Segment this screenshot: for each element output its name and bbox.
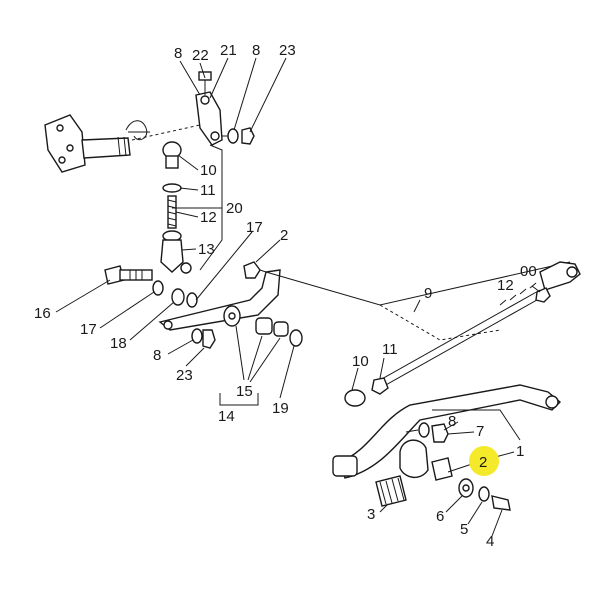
callout-6: 6: [436, 508, 444, 525]
callout-21: 21: [220, 42, 237, 59]
callout-9: 9: [424, 285, 432, 302]
callout-23: 23: [279, 42, 296, 59]
highlight-marker: [469, 446, 499, 476]
callout-labels: 8 22 21 8 23 10 11 12 20 13 17 2 16 17 1…: [34, 42, 537, 550]
connecting-rod-9: [265, 261, 581, 407]
callout-13: 13: [198, 241, 215, 258]
callout-8: 8: [448, 413, 456, 430]
callout-00: 00: [520, 263, 537, 280]
callout-8: 8: [153, 347, 161, 364]
callout-5: 5: [460, 521, 468, 538]
lower-lever-assembly-1: [332, 384, 562, 511]
callout-14: 14: [218, 408, 235, 425]
callout-11: 11: [200, 182, 216, 199]
callout-2-highlighted: 2: [479, 454, 487, 471]
callout-10: 10: [200, 162, 217, 179]
callout-12: 12: [497, 277, 514, 294]
callout-1: 1: [516, 443, 524, 460]
callout-16: 16: [34, 305, 51, 322]
callout-10: 10: [352, 353, 369, 370]
callout-3: 3: [367, 506, 375, 523]
callout-8: 8: [252, 42, 260, 59]
callout-12: 12: [200, 209, 217, 226]
callout-23: 23: [176, 367, 193, 384]
callout-19: 19: [272, 400, 289, 417]
callout-7: 7: [476, 423, 484, 440]
callout-4: 4: [486, 533, 494, 550]
callout-20: 20: [226, 200, 243, 217]
callout-17: 17: [246, 219, 263, 236]
callout-11: 11: [382, 341, 398, 358]
callout-22: 22: [192, 47, 209, 64]
callout-2: 2: [280, 227, 288, 244]
callout-8: 8: [174, 45, 182, 62]
callout-18: 18: [110, 335, 127, 352]
callout-15: 15: [236, 383, 253, 400]
callout-17: 17: [80, 321, 97, 338]
rod-assembly-20: [160, 141, 223, 274]
pedal-bracket-assembly: [44, 71, 255, 173]
leader-lines: [55, 57, 541, 537]
lever-assembly-18: [104, 261, 303, 406]
